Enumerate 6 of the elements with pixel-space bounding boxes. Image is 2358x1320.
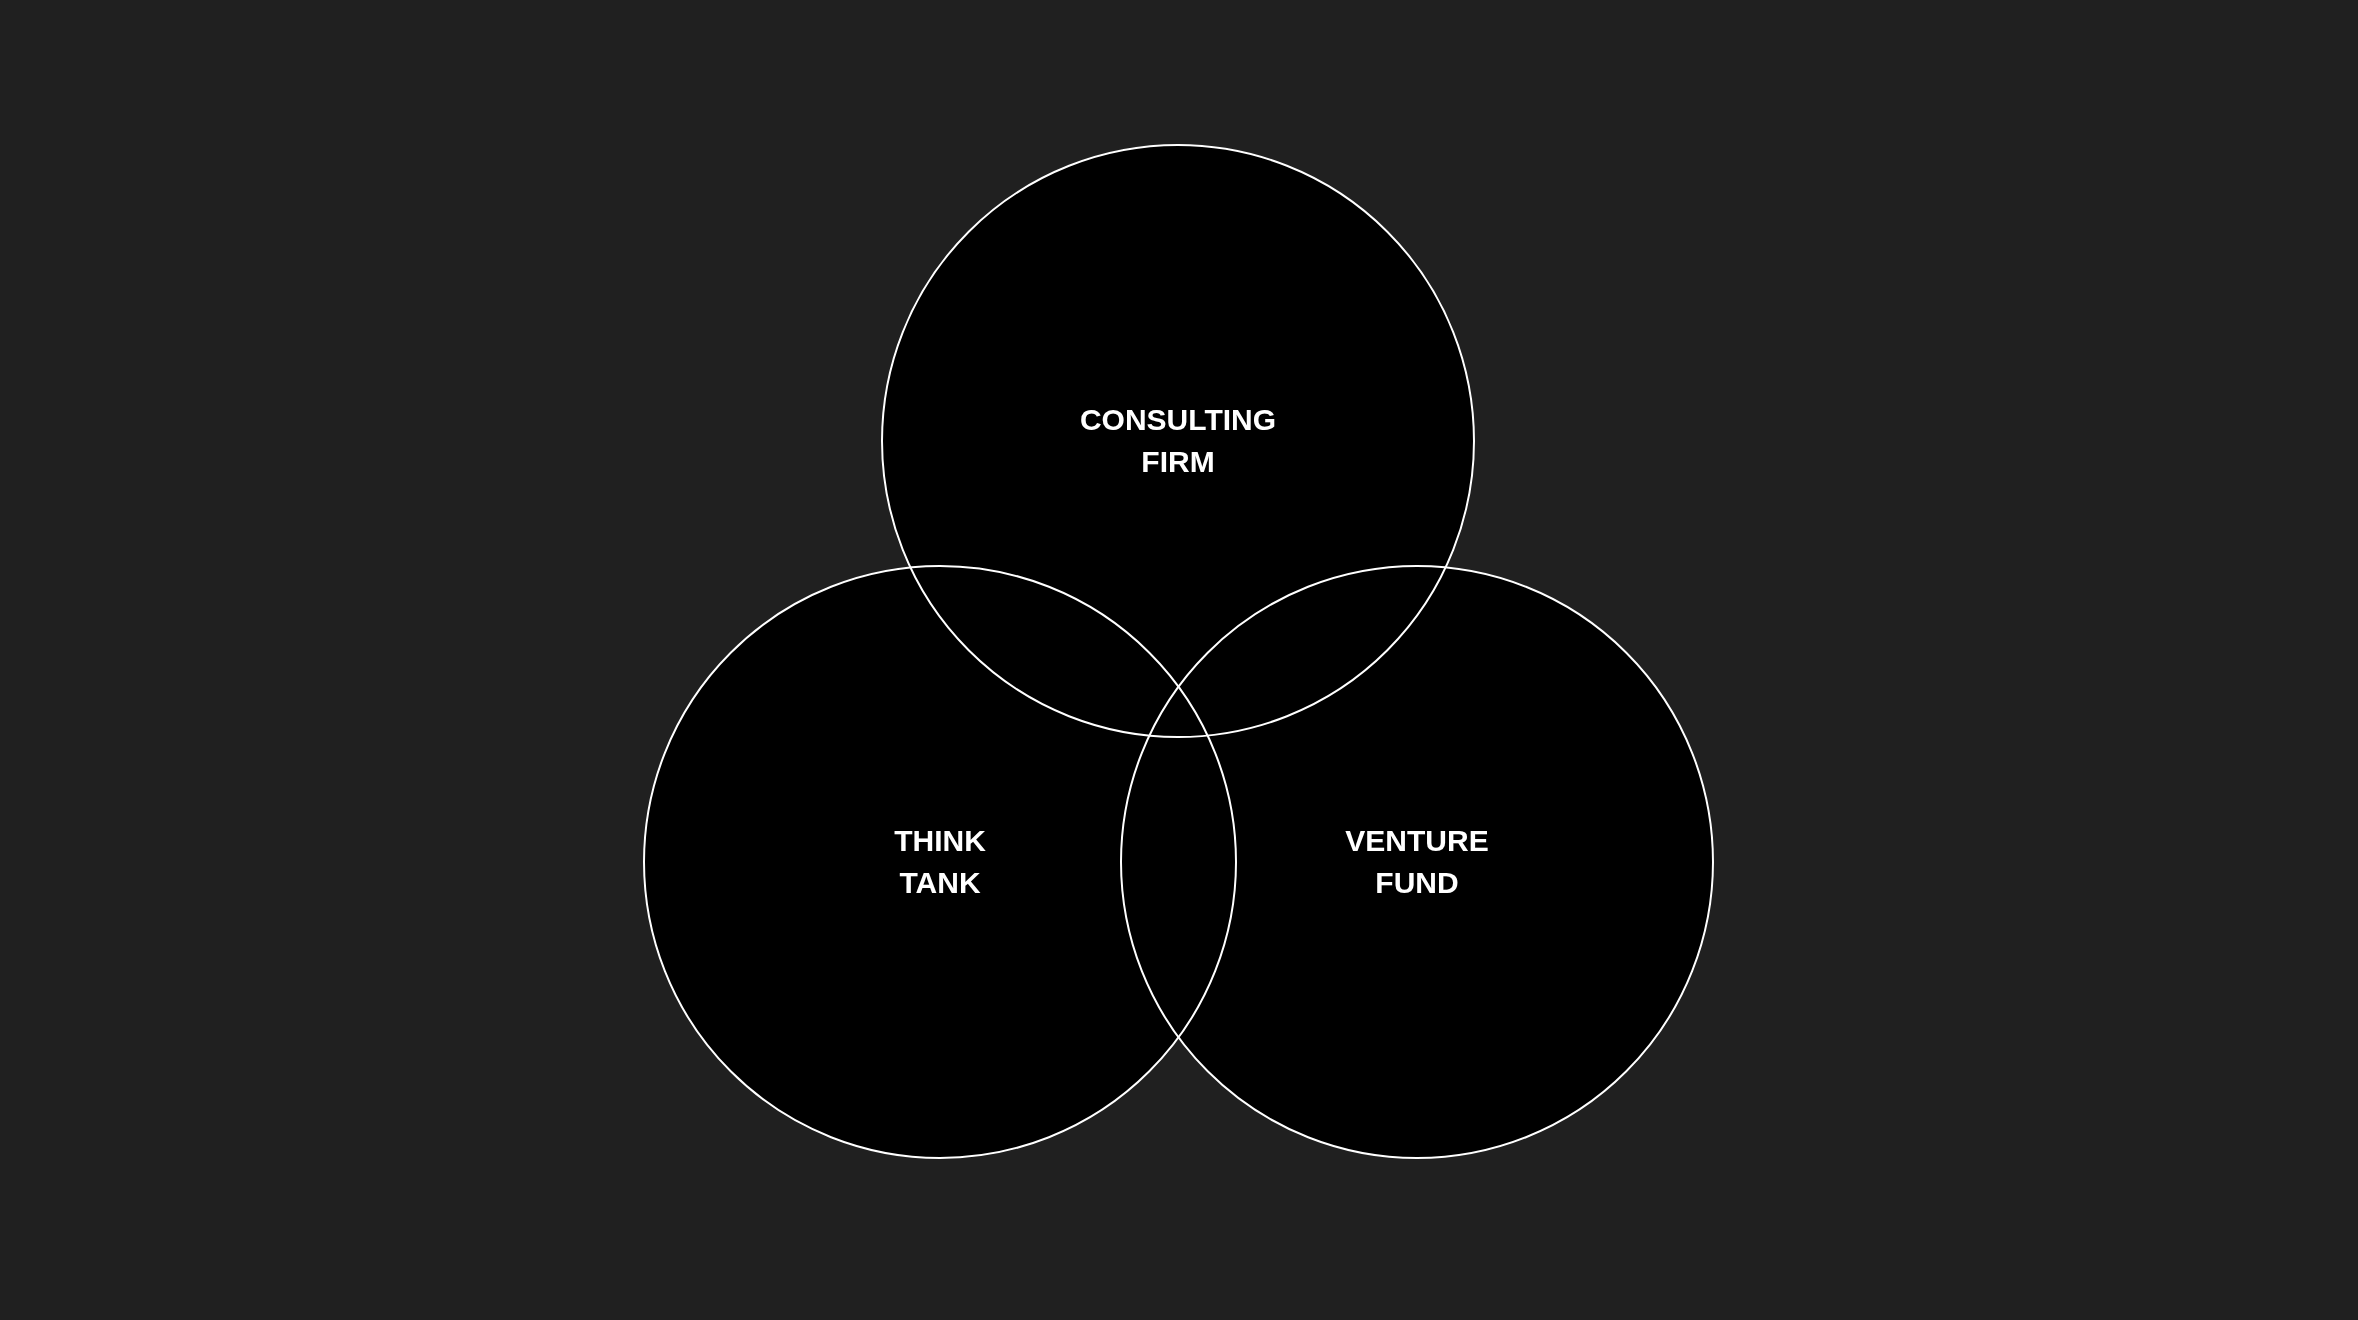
venn-circle xyxy=(643,565,1237,1159)
circle-label: CONSULTING FIRM xyxy=(1079,402,1277,480)
venn-circle xyxy=(881,144,1475,738)
circle-label: VENTURE FUND xyxy=(1345,823,1489,901)
circle-label: THINK TANK xyxy=(894,823,986,901)
venn-circle xyxy=(1120,565,1714,1159)
